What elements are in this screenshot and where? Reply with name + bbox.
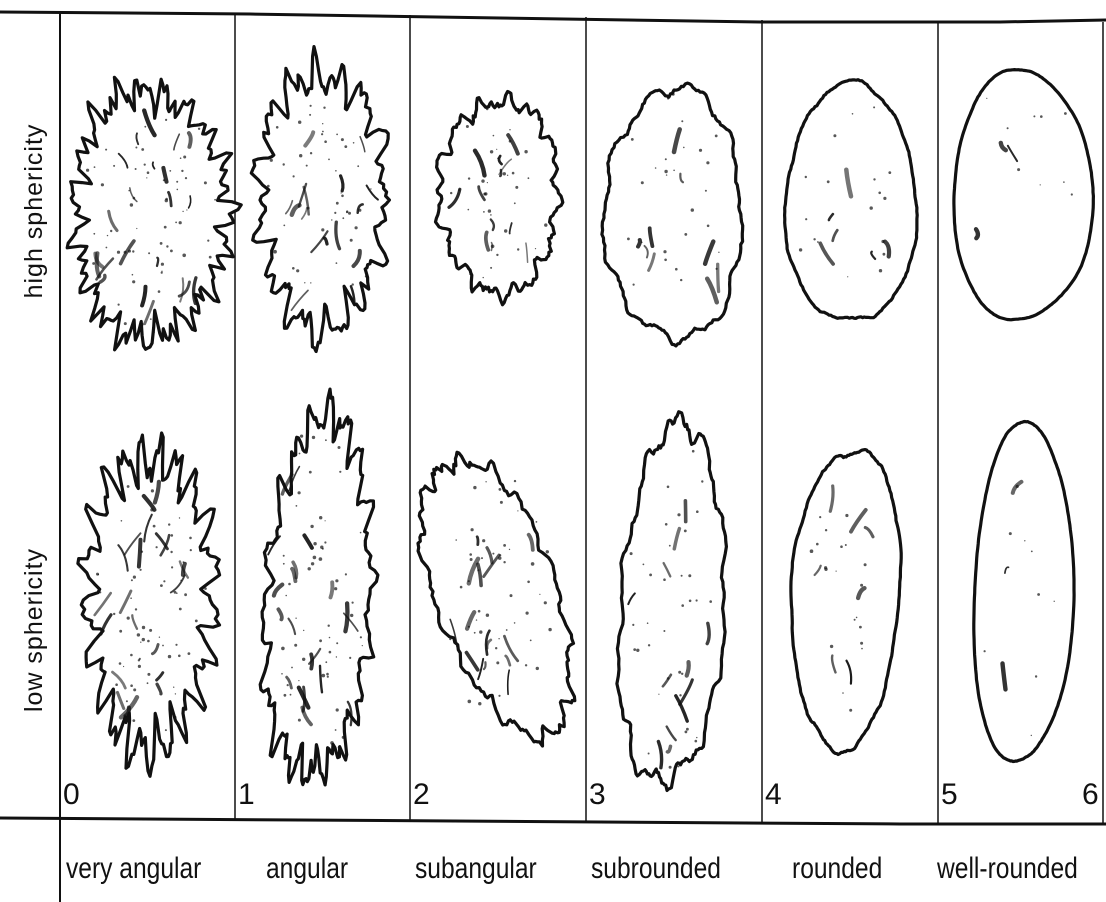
class-index-1: 1 xyxy=(238,778,255,812)
grain-high-sphericity-3 xyxy=(602,83,743,346)
grain-high-sphericity-1 xyxy=(251,47,389,352)
grain-high-sphericity-4-outline xyxy=(785,80,918,319)
grain-low-sphericity-1 xyxy=(260,389,378,785)
grain-low-sphericity-4-outline xyxy=(791,450,901,755)
grain-high-sphericity-2 xyxy=(436,92,563,305)
class-label-well-rounded: well-rounded xyxy=(937,852,1078,886)
class-label-subangular: subangular xyxy=(415,852,537,886)
grain-high-sphericity-2-outline xyxy=(436,92,563,305)
class-index-3: 3 xyxy=(589,778,606,812)
grain-low-sphericity-3 xyxy=(617,412,727,791)
class-index-5: 5 xyxy=(941,778,958,812)
class-label-rounded: rounded xyxy=(792,852,882,886)
grain-low-sphericity-2 xyxy=(418,452,575,746)
row-label-low-sphericity: low sphericity xyxy=(20,520,50,740)
grain-low-sphericity-0 xyxy=(78,433,220,776)
class-index-0: 0 xyxy=(63,778,80,812)
grain-high-sphericity-5 xyxy=(954,70,1094,320)
class-label-subrounded: subrounded xyxy=(591,852,721,886)
grain-low-sphericity-5 xyxy=(974,422,1074,762)
class-label-very-angular: very angular xyxy=(66,852,201,886)
class-index-4: 4 xyxy=(765,778,782,812)
class-index-2: 2 xyxy=(413,778,430,812)
grain-low-sphericity-0-outline xyxy=(78,433,220,776)
grain-high-sphericity-4 xyxy=(785,80,918,319)
grain-low-sphericity-5-outline xyxy=(974,422,1074,762)
scale-end-6: 6 xyxy=(1082,778,1099,812)
grain-high-sphericity-0 xyxy=(67,77,241,350)
grain-high-sphericity-1-outline xyxy=(251,47,389,352)
grain-high-sphericity-0-outline xyxy=(67,77,241,350)
row-label-high-sphericity: high sphericity xyxy=(20,101,50,321)
class-label-angular: angular xyxy=(266,852,348,886)
grain-high-sphericity-3-outline xyxy=(602,83,743,346)
grain-low-sphericity-2-outline xyxy=(418,452,575,746)
grain-low-sphericity-4 xyxy=(791,450,901,755)
